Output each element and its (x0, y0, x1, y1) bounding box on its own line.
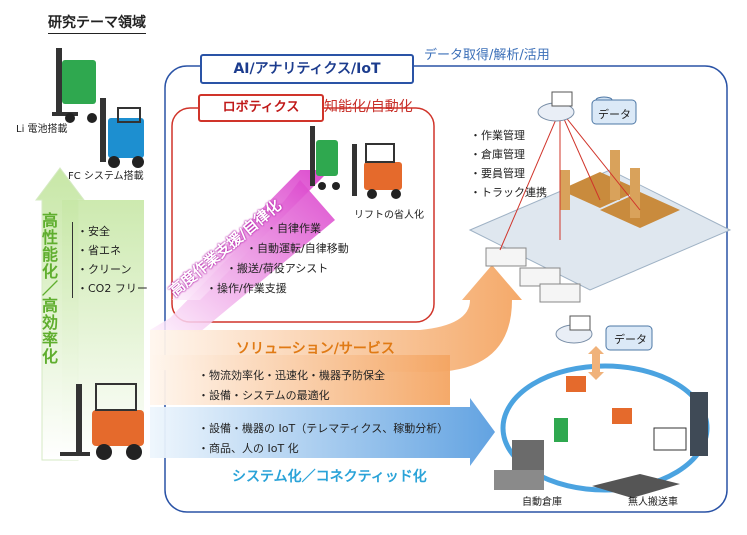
computer-icon (653, 392, 708, 456)
solution-label: ソリューション/サービス (236, 341, 395, 357)
ai-box: AI/アナリティクス/IoT (200, 54, 414, 84)
small-forklift-orange-icon (566, 376, 632, 424)
auto-warehouse-label: 自動倉庫 (522, 497, 562, 508)
solution-item: ・物流効率化・迅速化・機器予防保全 (198, 369, 385, 382)
cloud-icon-top (537, 91, 575, 122)
benefit-item: ・安全 (77, 225, 110, 238)
data-label-bottom: データ (614, 333, 647, 346)
iot-item: ・設備・機器の IoT（テレマティクス、稼動分析） (198, 422, 449, 435)
lift-label: リフトの省人化 (354, 210, 424, 221)
management-list: ・作業管理 ・倉庫管理 ・要員管理 ・トラック連携 (470, 126, 547, 202)
benefit-item: ・省エネ (77, 244, 121, 257)
warehouse-illustration (468, 109, 732, 303)
management-item: ・要員管理 (470, 167, 525, 180)
management-item: ・トラック連携 (470, 186, 547, 199)
forklift-fc-icon (100, 98, 144, 168)
robotics-box: ロボティクス (198, 94, 324, 122)
management-item: ・倉庫管理 (470, 148, 525, 161)
database-icon-bottom (605, 325, 653, 351)
ai-frame (164, 65, 728, 513)
robotics-item: ・自動運転/自律移動 (246, 242, 349, 255)
robot-forklift-green-icon (310, 126, 340, 190)
robotics-item: ・搬送/荷役アシスト (226, 262, 329, 275)
solution-item: ・設備・システムの最適化 (198, 389, 330, 402)
cloud-icon-bottom (555, 315, 593, 344)
database-icon-top (591, 96, 637, 125)
forklift-li-icon (52, 48, 97, 123)
benefit-item: ・CO2 フリー (77, 282, 148, 295)
small-forklift-green-icon (554, 418, 568, 442)
data-tag: データ取得/解析/活用 (424, 48, 550, 63)
data-label-top: データ (598, 108, 631, 121)
management-item: ・作業管理 (470, 129, 525, 142)
fc-label: FC システム搭載 (68, 171, 144, 182)
forklift-main-icon (60, 383, 144, 460)
robotics-tag: 知能化/自動化 (324, 99, 413, 115)
sync-arrow-icon (588, 346, 604, 380)
benefits-list: ・安全 ・省エネ ・クリーン ・CO2 フリー (72, 222, 148, 298)
auto-warehouse-icon (494, 440, 544, 490)
agv-icon (592, 474, 680, 498)
system-band (150, 398, 495, 466)
solution-band (150, 265, 522, 372)
li-label: Li 電池搭載 (16, 124, 68, 135)
iot-item: ・商品、人の IoT 化 (198, 442, 299, 455)
benefit-item: ・クリーン (77, 263, 132, 276)
robotics-item: ・操作/作業支援 (206, 282, 287, 295)
efficiency-label: 高性能化／高効率化 (39, 212, 58, 365)
robotics-item: ・自律作業 (266, 222, 321, 235)
system-label: システム化／コネクティッド化 (232, 469, 427, 485)
agv-label: 無人搬送車 (628, 497, 678, 508)
section-title: 研究テーマ領域 (48, 12, 146, 34)
robot-forklift-orange-icon (352, 143, 402, 199)
